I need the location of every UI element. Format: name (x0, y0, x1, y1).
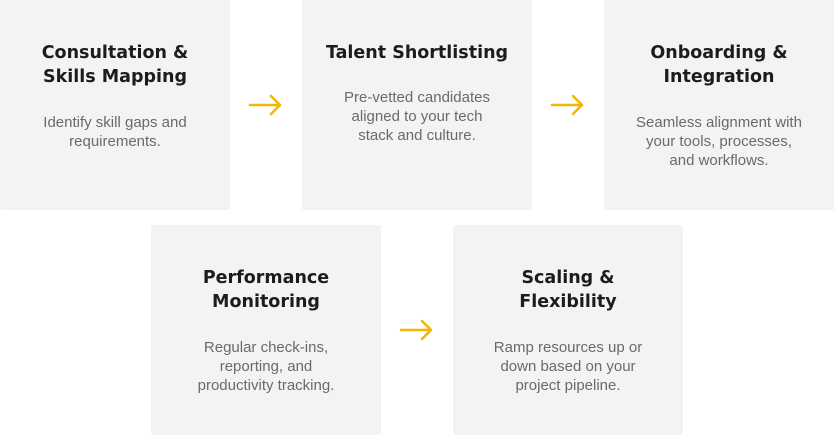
step-title: Consultation & Skills Mapping (41, 43, 189, 87)
step-description: Ramp resources up or down based on your … (493, 339, 643, 394)
arrow-right-icon (399, 319, 433, 341)
arrow-right-icon (248, 94, 282, 116)
step-card-onboarding: Onboarding & Integration Seamless alignm… (604, 0, 834, 210)
arrow-right-icon (550, 94, 584, 116)
step-card-performance-monitoring: Performance Monitoring Regular check-ins… (151, 225, 381, 435)
step-description: Pre-vetted candidates aligned to your te… (344, 89, 490, 144)
step-description: Regular check-ins, reporting, and produc… (197, 339, 335, 394)
step-title: Performance Monitoring (202, 268, 330, 312)
step-title: Scaling & Flexibility (519, 268, 617, 312)
step-card-scaling: Scaling & Flexibility Ramp resources up … (453, 225, 683, 435)
step-description: Identify skill gaps and requirements. (43, 114, 187, 150)
step-description: Seamless alignment with your tools, proc… (636, 114, 802, 169)
step-card-talent-shortlisting: Talent Shortlisting Pre-vetted candidate… (302, 0, 532, 210)
step-title: Onboarding & Integration (650, 43, 788, 87)
step-card-consultation: Consultation & Skills Mapping Identify s… (0, 0, 230, 210)
step-title: Talent Shortlisting (325, 43, 509, 63)
